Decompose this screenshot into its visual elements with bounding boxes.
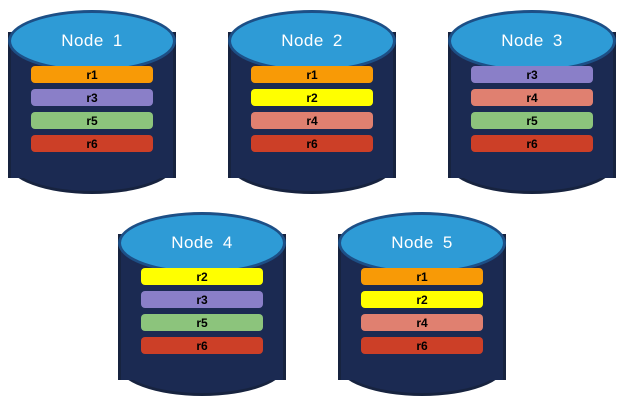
shard-r2[interactable]: r2 (251, 89, 373, 106)
shard-r4[interactable]: r4 (361, 314, 483, 331)
shard-r1[interactable]: r1 (361, 268, 483, 285)
shard-r2[interactable]: r2 (141, 268, 263, 285)
shard-list: r1 r2 r4 r6 (228, 66, 396, 152)
shard-list: r2 r3 r5 r6 (118, 268, 286, 354)
cylinder-top-ellipse (8, 10, 176, 72)
shard-r3[interactable]: r3 (141, 291, 263, 308)
shard-list: r1 r2 r4 r6 (338, 268, 506, 354)
shard-r6[interactable]: r6 (471, 135, 593, 152)
shard-list: r3 r4 r5 r6 (448, 66, 616, 152)
shard-r6[interactable]: r6 (251, 135, 373, 152)
cylinder-top-ellipse (448, 10, 616, 72)
shard-r5[interactable]: r5 (141, 314, 263, 331)
shard-r4[interactable]: r4 (471, 89, 593, 106)
cylinder-top-ellipse (338, 212, 506, 274)
shard-r6[interactable]: r6 (361, 337, 483, 354)
cylinder-top-ellipse (228, 10, 396, 72)
shard-r2[interactable]: r2 (361, 291, 483, 308)
shard-r3[interactable]: r3 (31, 89, 153, 106)
shard-list: r1 r3 r5 r6 (8, 66, 176, 152)
shard-r3[interactable]: r3 (471, 66, 593, 83)
cylinder-top-ellipse (118, 212, 286, 274)
shard-r6[interactable]: r6 (141, 337, 263, 354)
shard-r6[interactable]: r6 (31, 135, 153, 152)
shard-r1[interactable]: r1 (31, 66, 153, 83)
shard-r5[interactable]: r5 (31, 112, 153, 129)
shard-r4[interactable]: r4 (251, 112, 373, 129)
shard-r5[interactable]: r5 (471, 112, 593, 129)
shard-r1[interactable]: r1 (251, 66, 373, 83)
